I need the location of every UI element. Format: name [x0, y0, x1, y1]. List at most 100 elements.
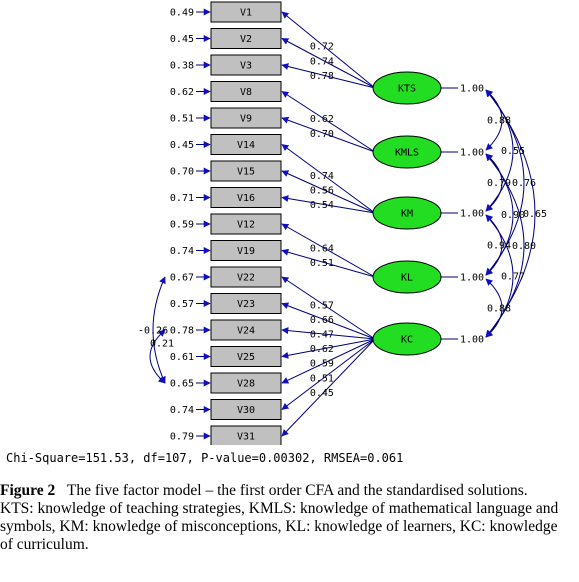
- indicator-box-v8: [210, 81, 282, 102]
- factor-variance-kmls: 1.00: [460, 148, 484, 159]
- loading-value: 0.78: [310, 71, 334, 82]
- loading-value: 0.74: [310, 171, 334, 182]
- factor-correlation-value: 0.88: [487, 304, 511, 315]
- factor-correlation-value: 0.88: [487, 116, 511, 127]
- loading-path: [281, 338, 376, 384]
- indicator-box-v28: [210, 372, 282, 394]
- indicator-label-v31: V31: [237, 432, 255, 443]
- indicator-box-v2: [210, 28, 282, 49]
- factor-ellipse-km: [372, 196, 442, 230]
- error-variance-v8: 0.62: [170, 87, 194, 98]
- loading-path: [281, 276, 376, 340]
- error-covariance-value: 0.21: [150, 339, 174, 350]
- indicator-box-v12: [210, 213, 282, 235]
- loading-value: 0.64: [310, 243, 334, 254]
- indicator-label-v12: V12: [237, 220, 255, 231]
- factor-variance-kts: 1.00: [460, 84, 484, 95]
- loading-path: [281, 338, 376, 410]
- indicator-box-v19: [210, 240, 282, 261]
- loading-path: [281, 144, 376, 214]
- factor-correlation-value: 0.55: [501, 146, 525, 157]
- factor-ellipse-kc: [372, 322, 442, 356]
- error-covariance-value: -0.26: [138, 326, 168, 337]
- indicator-box-v30: [210, 399, 282, 420]
- loading-path: [281, 338, 376, 359]
- factor-label-kmls: KMLS: [395, 148, 419, 159]
- loading-path: [281, 63, 376, 89]
- indicator-box-v24: [210, 319, 282, 341]
- error-variance-v16: 0.71: [170, 193, 194, 204]
- factor-correlation-value: 0.77: [501, 272, 525, 283]
- indicator-label-v23: V23: [237, 299, 255, 310]
- loading-value: 0.45: [310, 388, 334, 399]
- loading-value: 0.54: [310, 200, 334, 211]
- factor-correlation-value: 0.94: [487, 241, 511, 252]
- loading-value: 0.59: [310, 359, 334, 370]
- indicator-box-v14: [210, 134, 282, 155]
- indicator-label-v14: V14: [237, 140, 255, 151]
- error-variance-v22: 0.67: [170, 273, 194, 284]
- indicator-box-v15: [210, 160, 282, 182]
- error-variance-v28: 0.65: [170, 379, 194, 390]
- loading-value: 0.62: [310, 114, 334, 125]
- factor-ellipse-kl: [372, 260, 442, 294]
- loading-path: [281, 11, 376, 89]
- indicator-label-v15: V15: [237, 167, 255, 178]
- figure-title: The five factor model – the first order …: [66, 482, 528, 499]
- error-variance-v12: 0.59: [170, 220, 194, 231]
- factor-variance-kl: 1.00: [460, 273, 484, 284]
- error-variance-v9: 0.51: [170, 114, 194, 125]
- indicator-box-v9: [210, 107, 282, 129]
- factor-variance-km: 1.00: [460, 209, 484, 220]
- indicator-label-v16: V16: [237, 193, 255, 204]
- error-variance-v14: 0.45: [170, 140, 194, 151]
- loading-value: 0.66: [310, 315, 334, 326]
- factor-ellipse-kmls: [372, 135, 442, 169]
- loading-path: [281, 91, 376, 153]
- indicator-label-v22: V22: [237, 273, 255, 284]
- loading-value: 0.62: [310, 344, 334, 355]
- loading-path: [281, 327, 376, 340]
- loading-value: 0.47: [310, 330, 334, 341]
- indicator-box-v25: [210, 346, 282, 367]
- path-diagram: V10.49V20.45V30.38V80.62V90.51V140.45V15…: [138, 1, 547, 445]
- figure-label: Figure 2: [0, 482, 56, 499]
- factor-correlation-value: 0.76: [512, 178, 536, 189]
- loading-value: 0.74: [310, 56, 334, 67]
- factor-label-kc: KC: [401, 335, 413, 346]
- indicator-label-v8: V8: [240, 87, 252, 98]
- abbreviation-legend: KTS: knowledge of teaching strategies, K…: [0, 500, 559, 553]
- indicator-label-v2: V2: [240, 34, 252, 45]
- indicator-box-v23: [210, 293, 282, 314]
- caption-title-line: Figure 2 The five factor model – the fir…: [0, 482, 572, 500]
- factor-correlation-value: 0.80: [512, 241, 536, 252]
- indicator-box-v16: [210, 187, 282, 208]
- loading-path: [281, 223, 376, 278]
- factor-correlation-arc: [485, 278, 503, 338]
- error-variance-v19: 0.74: [170, 246, 194, 257]
- loading-value: 0.56: [310, 185, 334, 196]
- loading-value: 0.51: [310, 373, 334, 384]
- indicator-label-v30: V30: [237, 405, 255, 416]
- loading-path: [281, 170, 376, 214]
- indicator-box-v22: [210, 266, 282, 288]
- indicator-label-v9: V9: [240, 114, 252, 125]
- error-variance-v23: 0.57: [170, 299, 194, 310]
- fit-statistics: Chi-Square=151.53, df=107, P-value=0.003…: [6, 451, 404, 465]
- loading-path: [281, 302, 376, 340]
- indicator-label-v28: V28: [237, 379, 255, 390]
- loading-path: [281, 248, 376, 278]
- error-variance-v24: 0.78: [170, 326, 194, 337]
- indicator-label-v24: V24: [237, 326, 255, 337]
- loading-value: 0.70: [310, 129, 334, 140]
- factor-label-km: KM: [401, 209, 413, 220]
- error-covariance-arc: [149, 329, 166, 384]
- error-variance-v1: 0.49: [170, 8, 194, 19]
- factor-label-kl: KL: [401, 273, 413, 284]
- indicator-label-v25: V25: [237, 352, 255, 363]
- indicator-label-v19: V19: [237, 246, 255, 257]
- indicator-box-v3: [210, 54, 282, 76]
- figure-caption: Figure 2 The five factor model – the fir…: [0, 482, 572, 554]
- error-variance-v31: 0.79: [170, 432, 194, 443]
- error-variance-v25: 0.61: [170, 352, 194, 363]
